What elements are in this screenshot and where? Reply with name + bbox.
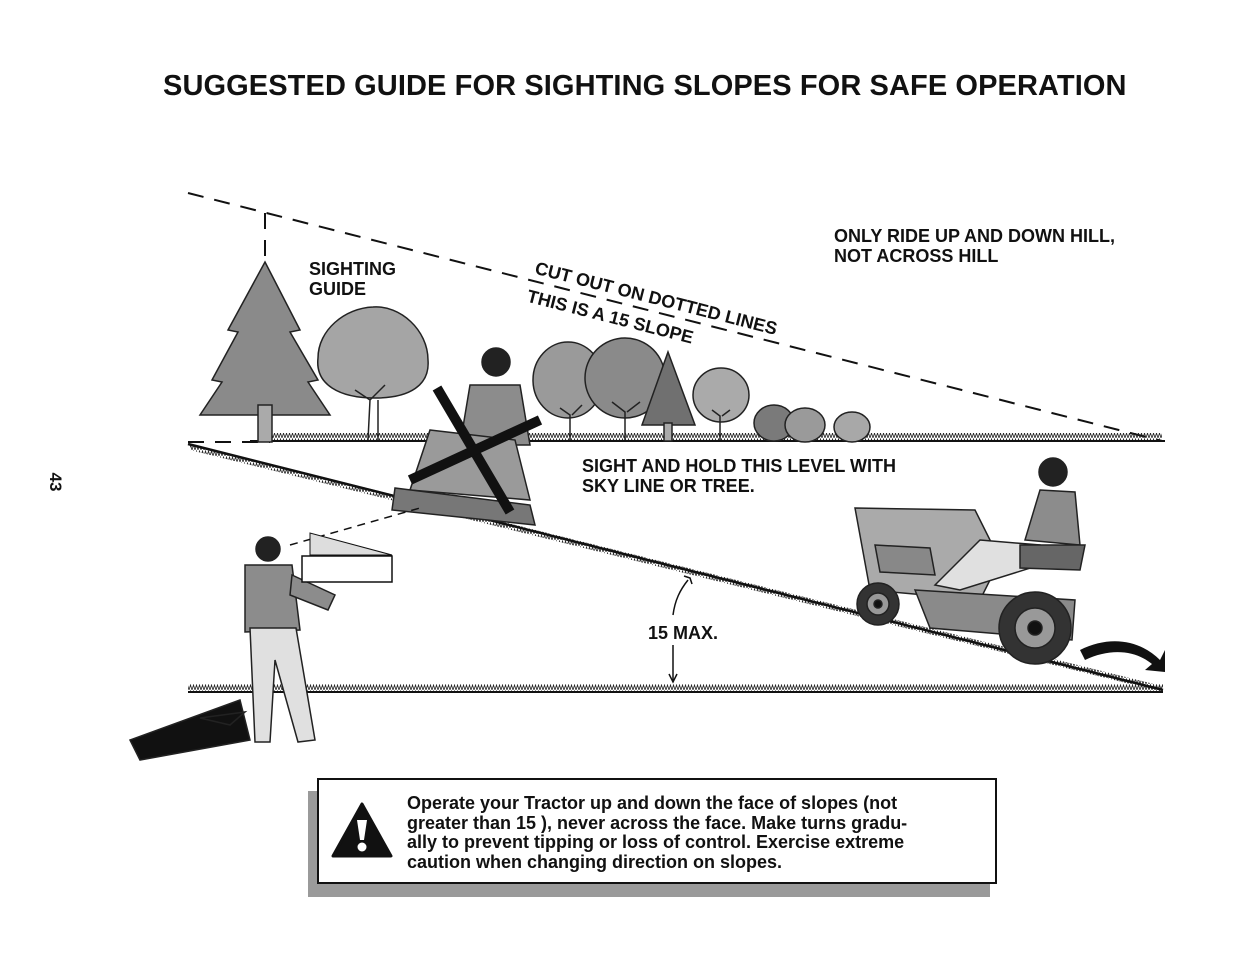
sighting-guide-label: SIGHTING GUIDE [309, 259, 397, 299]
tractor-rider-icon [854, 457, 1086, 665]
person-sighting-icon [128, 507, 421, 761]
tree-group-icon [532, 337, 871, 443]
page-title: SUGGESTED GUIDE FOR SIGHTING SLOPES FOR … [163, 70, 1127, 102]
ground-grass [188, 684, 1163, 691]
horizon-grass [270, 433, 1162, 440]
ride-instruction: ONLY RIDE UP AND DOWN HILL, NOT ACROSS H… [834, 226, 1116, 266]
direction-arrow-icon [1080, 641, 1165, 672]
round-tree-icon [317, 306, 429, 441]
angle-arrows [668, 575, 693, 684]
wrong-direction-tractor [391, 347, 543, 526]
warning-triangle-icon [331, 802, 393, 858]
sight-instruction: SIGHT AND HOLD THIS LEVEL WITH SKY LINE … [582, 456, 896, 496]
warning-box: Operate your Tractor up and down the fac… [317, 778, 997, 884]
slope-line [187, 442, 1164, 692]
pine-tree-icon [198, 260, 332, 443]
max-angle-label: 15 MAX. [648, 623, 719, 643]
warning-text: Operate your Tractor up and down the fac… [407, 793, 908, 872]
